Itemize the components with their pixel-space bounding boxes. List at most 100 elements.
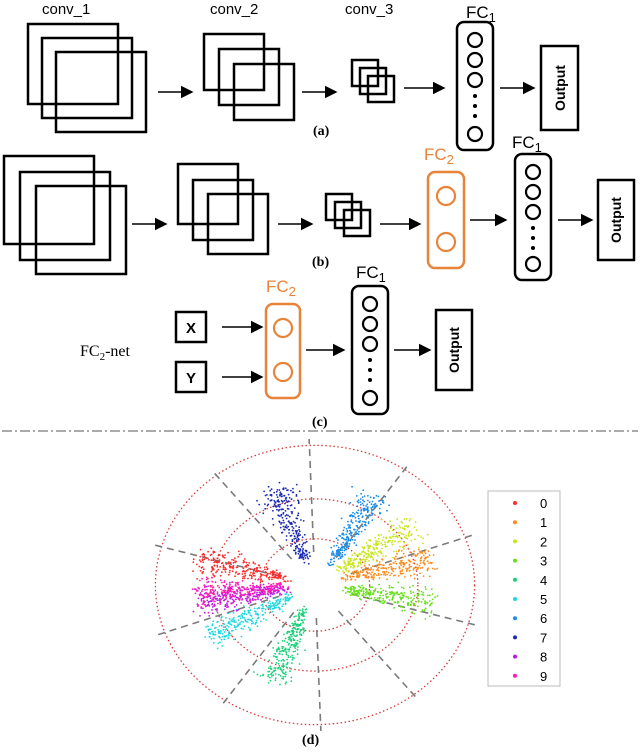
point: [281, 495, 283, 498]
input-y: Y: [174, 360, 208, 394]
point: [287, 656, 290, 659]
point: [247, 588, 250, 591]
point: [238, 553, 241, 556]
point: [276, 650, 278, 653]
point: [278, 508, 281, 511]
point: [434, 568, 436, 570]
point: [237, 550, 240, 553]
point: [375, 547, 378, 549]
point: [283, 580, 286, 583]
point: [359, 586, 362, 589]
point: [273, 592, 275, 595]
point: [403, 592, 406, 594]
point: [208, 631, 211, 634]
point: [209, 597, 212, 600]
point: [289, 639, 292, 641]
caption-a: (a): [313, 124, 330, 139]
point: [402, 552, 405, 555]
point: [351, 485, 353, 488]
point: [401, 568, 404, 571]
fc1-label-b: FC1: [512, 133, 542, 155]
point: [402, 572, 405, 575]
point: [342, 541, 345, 544]
point: [349, 586, 352, 589]
point: [371, 552, 374, 554]
point: [274, 501, 277, 504]
point: [361, 584, 363, 587]
point: [237, 608, 240, 611]
point: [290, 498, 293, 501]
point: [276, 586, 279, 589]
point: [428, 600, 431, 602]
point: [228, 565, 231, 567]
point: [298, 617, 300, 619]
point: [347, 557, 350, 559]
point: [368, 594, 371, 597]
point: [243, 570, 246, 573]
point: [356, 565, 359, 568]
point: [241, 594, 243, 597]
point: [276, 489, 279, 491]
point: [288, 497, 291, 499]
point: [340, 577, 343, 580]
point: [402, 565, 405, 568]
point: [424, 552, 427, 555]
point: [426, 601, 429, 604]
point: [228, 630, 231, 633]
point: [350, 578, 353, 580]
point: [422, 598, 424, 600]
point: [355, 544, 358, 547]
point: [296, 609, 299, 612]
point: [359, 513, 362, 515]
point: [247, 569, 249, 571]
point: [288, 532, 290, 534]
spoke: [337, 610, 420, 701]
point: [378, 500, 380, 502]
point: [344, 565, 346, 568]
point: [364, 528, 366, 531]
point: [399, 596, 401, 599]
point: [298, 615, 301, 618]
point: [256, 607, 259, 610]
point: [253, 588, 256, 591]
point: [261, 603, 264, 606]
point: [408, 519, 411, 522]
point: [417, 600, 420, 602]
point: [279, 668, 282, 670]
point: [382, 573, 385, 576]
point: [256, 589, 259, 592]
point: [219, 641, 221, 644]
point: [351, 554, 354, 556]
point: [229, 583, 232, 586]
point: [271, 671, 274, 674]
point: [388, 591, 391, 594]
point: [285, 535, 288, 537]
point: [368, 545, 371, 547]
point: [401, 586, 403, 589]
point: [363, 554, 365, 557]
point: [330, 558, 333, 561]
point: [242, 621, 245, 623]
point: [290, 593, 293, 596]
point: [295, 631, 298, 633]
point: [352, 511, 354, 514]
point: [342, 566, 345, 569]
point: [291, 633, 293, 636]
point: [362, 507, 365, 510]
point: [397, 581, 400, 584]
point: [284, 682, 287, 685]
point: [243, 612, 246, 615]
point: [396, 557, 399, 560]
point: [236, 592, 238, 595]
point: [344, 580, 347, 582]
point: [278, 489, 281, 491]
point: [412, 562, 415, 564]
cluster-0: [192, 547, 292, 584]
point: [410, 592, 412, 594]
point: [230, 630, 233, 632]
point: [374, 536, 377, 539]
point: [345, 574, 347, 576]
point: [297, 547, 300, 550]
point: [222, 595, 225, 598]
caption-c: (c): [312, 415, 328, 430]
